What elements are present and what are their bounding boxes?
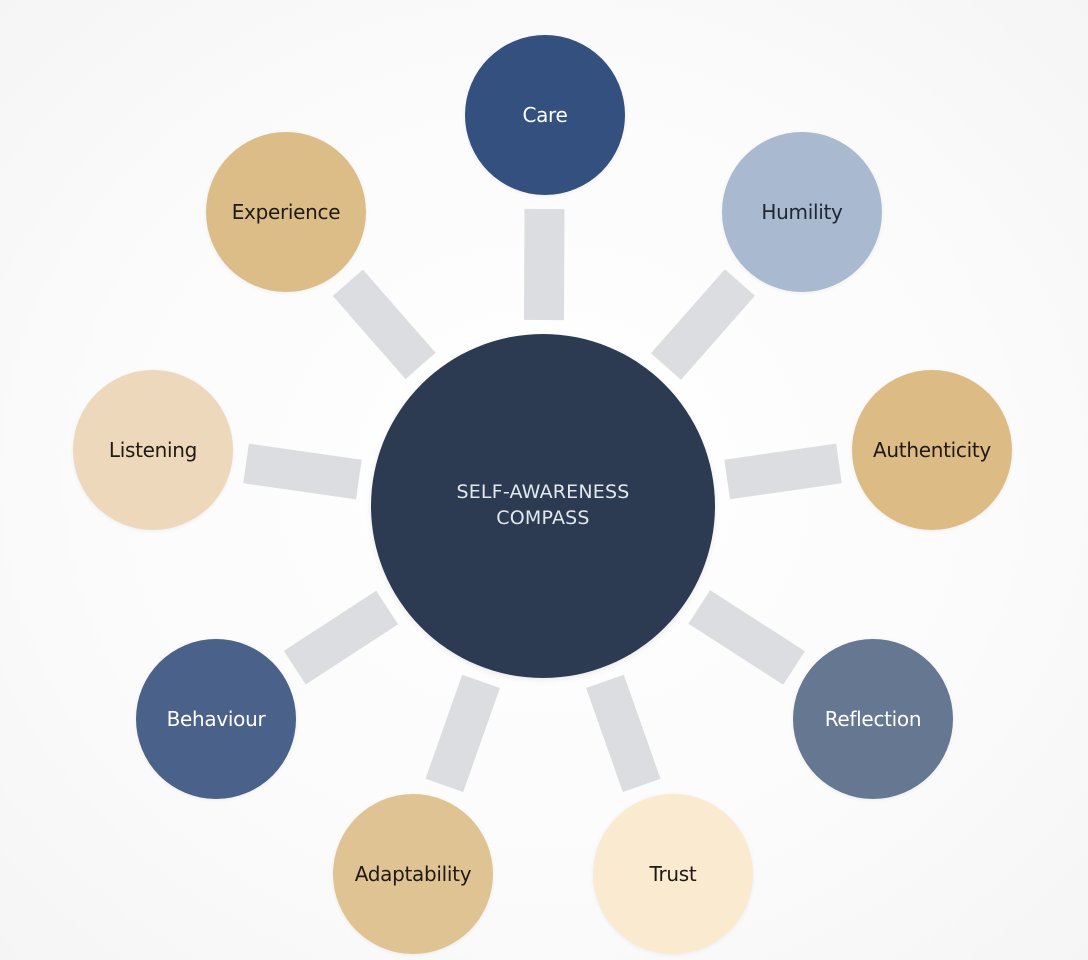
center-label: SELF-AWARENESS COMPASS: [456, 481, 630, 529]
node-adaptability: Adaptability: [333, 794, 493, 954]
connector-reflection: [688, 590, 805, 685]
node-reflection-label: Reflection: [824, 707, 922, 731]
node-care: Care: [465, 35, 625, 195]
center-node: SELF-AWARENESS COMPASS: [371, 334, 715, 678]
node-trust: Trust: [593, 794, 753, 954]
node-behaviour: Behaviour: [136, 639, 296, 799]
node-humility: Humility: [722, 132, 882, 292]
node-authenticity-label: Authenticity: [873, 438, 991, 462]
node-behaviour-label: Behaviour: [166, 707, 266, 731]
connector-adaptability: [425, 674, 500, 792]
connector-care: [524, 208, 565, 321]
node-care-label: Care: [522, 103, 568, 127]
node-experience-label: Experience: [231, 200, 341, 224]
connector-listening: [243, 443, 362, 500]
connector-trust: [586, 674, 661, 792]
node-adaptability-label: Adaptability: [354, 862, 472, 886]
connector-experience: [332, 269, 436, 380]
node-experience: Experience: [206, 132, 366, 292]
node-authenticity: Authenticity: [852, 370, 1012, 530]
node-reflection: Reflection: [793, 639, 953, 799]
connector-authenticity: [724, 443, 842, 500]
node-listening-label: Listening: [108, 438, 198, 462]
connector-humility: [650, 269, 755, 380]
node-listening: Listening: [73, 370, 233, 530]
connector-behaviour: [283, 590, 399, 685]
node-trust-label: Trust: [649, 862, 697, 886]
node-humility-label: Humility: [761, 200, 843, 224]
